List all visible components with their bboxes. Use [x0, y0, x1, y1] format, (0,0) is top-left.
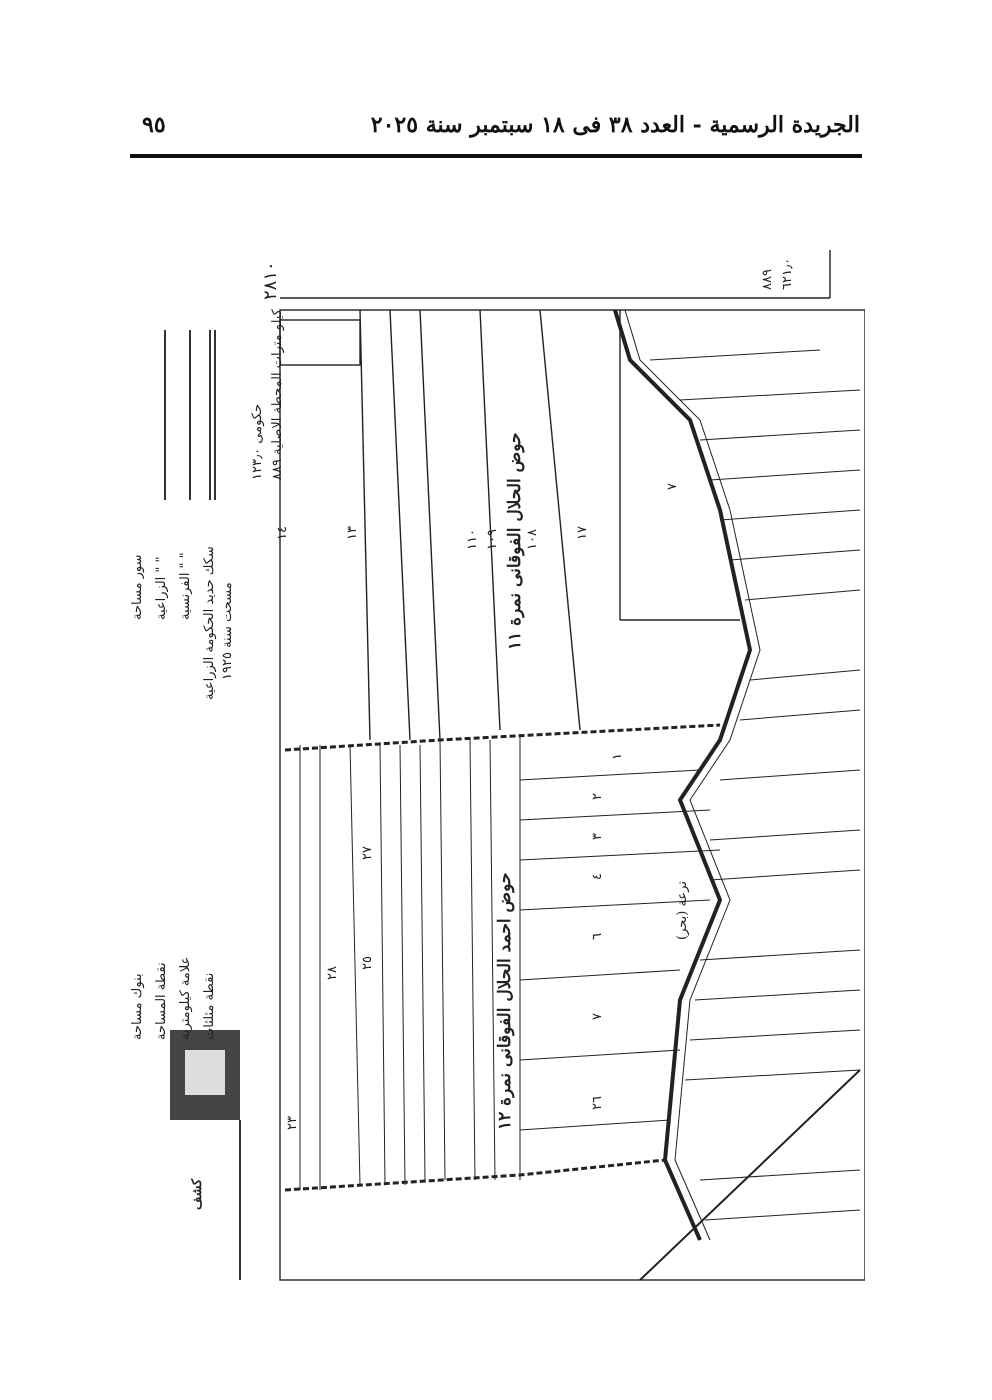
legend-item: نقطة مثلثات — [202, 972, 217, 1040]
legend-item: " " الفرنسية — [178, 552, 193, 620]
parcel-number: ١ — [610, 753, 625, 760]
parcel-number: ٢٨ — [325, 966, 340, 980]
gazette-title: الجريدة الرسمية - العدد ٣٨ فى ١٨ سبتمبر … — [370, 112, 860, 138]
legend-item: " " الزراعية — [154, 556, 169, 620]
parcel-number: ١١٠ — [465, 529, 480, 550]
legend-stamp-label: كشف — [190, 1178, 205, 1210]
parcel-number: ١٠٨ — [525, 529, 540, 550]
parcel-number: ٢٣ — [285, 1116, 300, 1130]
legend-survey-year: مسحت سنة ١٩٢٥ — [220, 582, 235, 680]
parcel-number: ١٣ — [345, 526, 360, 540]
sheet-ref-top: ٨٨٩ — [760, 269, 775, 290]
parcel-number: ١٤ — [275, 526, 290, 540]
legend-item: سكك حديد الحكومة الزراعية — [202, 546, 217, 700]
legend-item: سور مساحة — [130, 554, 145, 620]
parcel-number: ٢٥ — [360, 956, 375, 970]
header-rule — [130, 154, 862, 158]
sheet-ref-bottom: ٦٢١٫٠ — [780, 257, 795, 290]
parcel-number: ٦ — [590, 933, 605, 940]
page-number: ٩٥ — [142, 112, 166, 138]
sheet-note: كيلو مترات المحطة الاصلية ٨٨٩ — [270, 309, 285, 480]
canal-label: ترعة (بحر) — [675, 881, 690, 940]
parcel-number: ١٠٩ — [485, 529, 500, 550]
map-drawing — [164, 250, 866, 1281]
legend-item: نقطة المساحة — [154, 962, 169, 1040]
parcel-number: ٤ — [590, 873, 605, 880]
parcel-number: ٧ — [665, 483, 680, 490]
parcel-number: ٢ — [590, 793, 605, 800]
legend-item: علامة كيلومترية — [178, 956, 193, 1040]
parcel-number: ٧ — [590, 1013, 605, 1020]
parcel-number: ٢٧ — [360, 846, 375, 860]
basin-label-2: حوض احمد الحلال الفوقانى نمرة ١٢ — [495, 872, 515, 1130]
parcel-number: ١٧ — [575, 526, 590, 540]
parcel-number: ٢٦ — [590, 1096, 605, 1110]
parcel-number: ٣ — [590, 833, 605, 840]
basin-label-1: حوض الحلال الفوقانى نمرة ١١ — [505, 432, 525, 651]
legend-item: بنوك مساحة — [130, 973, 145, 1040]
handwritten-note: ٢٨١٠ — [260, 261, 281, 300]
cadastral-map: حوض الحلال الفوقانى نمرة ١١ حوض احمد الح… — [120, 180, 866, 1290]
page-header: الجريدة الرسمية - العدد ٣٨ فى ١٨ سبتمبر … — [130, 112, 860, 152]
edge-note: حكومى ١٢٣٫٠ — [250, 403, 265, 480]
